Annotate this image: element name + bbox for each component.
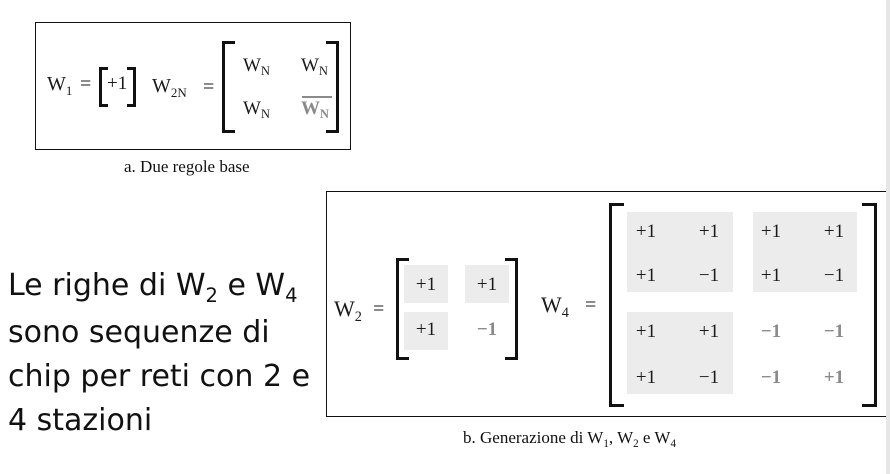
w4-quadrant-top-right (753, 212, 857, 292)
w4-cell-44: +1 (823, 367, 845, 388)
w2-label: W2 (334, 296, 362, 325)
w4-label: W4 (541, 292, 569, 321)
w4-bracket-left (609, 203, 624, 407)
panel-a-frame (35, 22, 351, 150)
side-text-line-4: 4 stazioni (8, 403, 153, 438)
w2n-bracket-right (326, 41, 339, 133)
w2-cell-11: +1 (415, 274, 437, 295)
w2-shade-2 (465, 265, 509, 303)
w4-cell-13: +1 (760, 221, 782, 242)
w4-cell-12: +1 (698, 221, 720, 242)
right-edge-strip (886, 0, 890, 474)
w2-equals: = (373, 298, 385, 320)
w2-bracket-right (505, 258, 518, 360)
w2-cell-21: +1 (415, 319, 437, 340)
w2n-cell-11: WN (243, 55, 270, 79)
w2n-cell-12: WN (301, 55, 328, 79)
w1-value: +1 (107, 73, 128, 94)
w4-quadrant-bottom-left (627, 312, 733, 394)
w2n-equals: = (203, 76, 215, 98)
w4-bracket-right (862, 203, 877, 407)
w2n-cell-21: WN (243, 98, 270, 122)
w4-cell-43: −1 (760, 367, 782, 388)
w2-shade-1 (404, 265, 448, 303)
w4-quadrant-top-left (627, 212, 733, 292)
side-text-line-3: chip per reti con 2 e (8, 359, 311, 394)
w4-cell-34: −1 (823, 321, 845, 342)
w1-label: W1 (47, 73, 73, 98)
w2n-cell-22-complement: WN (301, 98, 329, 122)
w4-cell-42: −1 (698, 367, 720, 388)
side-text-line-2: sono sequenze di (8, 315, 270, 350)
w4-cell-31: +1 (635, 321, 657, 342)
w2n-label: W2N (152, 75, 187, 100)
w4-cell-41: +1 (635, 367, 657, 388)
w1-bracket-left (99, 67, 108, 107)
w4-cell-11: +1 (635, 221, 657, 242)
w1-equals: = (80, 73, 92, 95)
w4-cell-24: −1 (823, 265, 845, 286)
w4-cell-22: −1 (698, 265, 720, 286)
w4-equals: = (585, 294, 597, 316)
w2-shade-3 (404, 312, 448, 350)
side-text: Le righe di W2 e W4 sono sequenze di chi… (8, 264, 310, 443)
w1-bracket-right (127, 67, 136, 107)
side-text-line-1: Le righe di W2 e W4 (8, 268, 298, 307)
w4-cell-14: +1 (823, 221, 845, 242)
w2-cell-22: −1 (476, 319, 498, 340)
w2n-bracket-left (222, 41, 235, 133)
w4-cell-23: +1 (760, 265, 782, 286)
complement-bar (302, 96, 332, 98)
w4-cell-21: +1 (635, 265, 657, 286)
caption-b: b. Generazione di W1, W2 e W4 (463, 428, 676, 450)
w2-bracket-left (396, 258, 409, 360)
w4-cell-32: +1 (698, 321, 720, 342)
w2-cell-12: +1 (476, 274, 498, 295)
w4-cell-33: −1 (760, 321, 782, 342)
caption-a: a. Due regole base (124, 157, 250, 176)
